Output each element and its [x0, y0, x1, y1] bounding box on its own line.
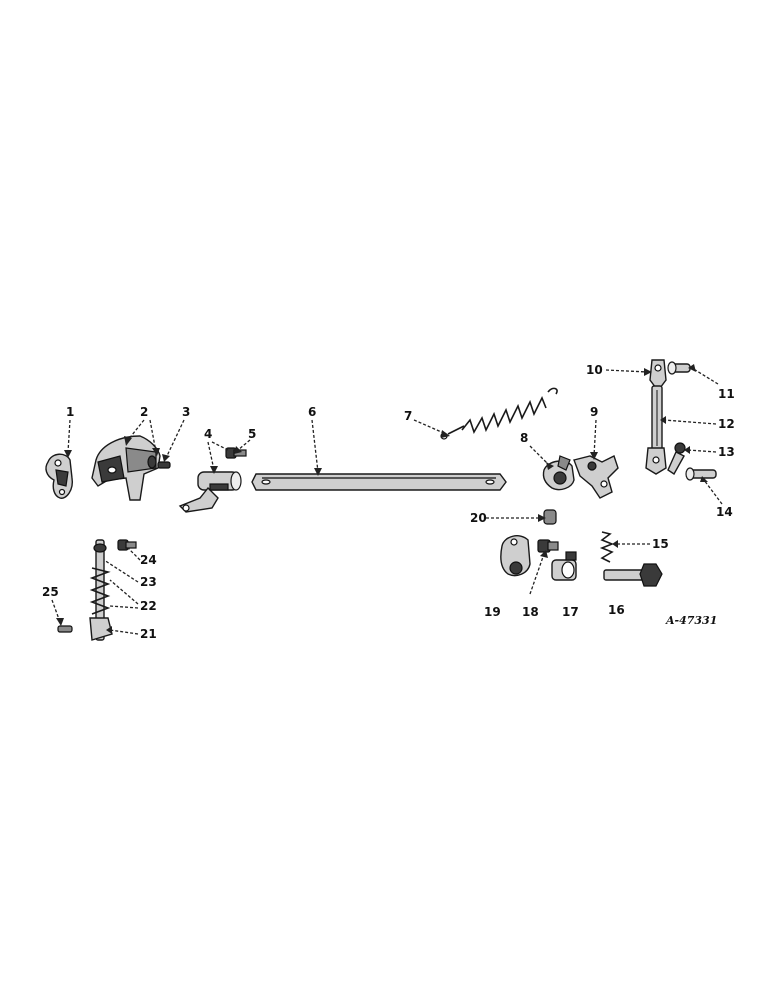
- label-21: 21: [140, 627, 157, 641]
- part-6-rod: [251, 473, 507, 491]
- part-16-bolt: [603, 563, 663, 587]
- label-15: 15: [652, 537, 669, 551]
- label-9: 9: [590, 405, 598, 419]
- label-5: 5: [248, 427, 256, 441]
- label-2: 2: [140, 405, 148, 419]
- part-4-shaft-arm: [178, 471, 242, 513]
- label-3: 3: [182, 405, 190, 419]
- label-8: 8: [520, 431, 528, 445]
- label-22: 22: [140, 599, 157, 613]
- part-2-housing: [91, 435, 161, 501]
- label-4: 4: [204, 427, 212, 441]
- label-13: 13: [718, 445, 735, 459]
- part-14-pin: [685, 467, 717, 481]
- part-13-link: [667, 442, 686, 476]
- part-labels: 1 2 3 4 5 6 7 8 9 10 11 12 13 14 15 16 1…: [42, 363, 735, 641]
- part-18-screw: [537, 539, 559, 553]
- part-20-plug: [543, 509, 557, 525]
- label-24: 24: [140, 553, 157, 567]
- label-10: 10: [586, 363, 603, 377]
- part-25-pin: [57, 625, 73, 633]
- part-19-arm: [500, 535, 531, 577]
- part-12-clevis-rod: [645, 359, 667, 475]
- part-8-clamp: [542, 455, 575, 491]
- part-7-spring: [440, 387, 558, 440]
- label-17: 17: [562, 605, 579, 619]
- label-20: 20: [470, 511, 487, 525]
- label-16: 16: [608, 603, 625, 617]
- label-11: 11: [718, 387, 735, 401]
- drawing-code: A-47331: [665, 614, 717, 627]
- label-6: 6: [308, 405, 316, 419]
- part-1-arm: [45, 453, 74, 499]
- part-24-bolt: [117, 539, 137, 551]
- label-18: 18: [522, 605, 539, 619]
- label-12: 12: [718, 417, 735, 431]
- part-3-pin: [157, 461, 171, 469]
- part-21-23-rod-assembly: [89, 539, 113, 641]
- label-19: 19: [484, 605, 501, 619]
- leader-lines: [51, 364, 723, 635]
- part-15-spring: [599, 531, 615, 563]
- label-14: 14: [716, 505, 733, 519]
- part-17-collar: [551, 551, 577, 581]
- label-7: 7: [404, 409, 412, 423]
- label-23: 23: [140, 575, 157, 589]
- part-11-pin: [667, 361, 691, 375]
- label-25: 25: [42, 585, 59, 599]
- part-9-crank: [573, 455, 619, 499]
- label-1: 1: [66, 405, 74, 419]
